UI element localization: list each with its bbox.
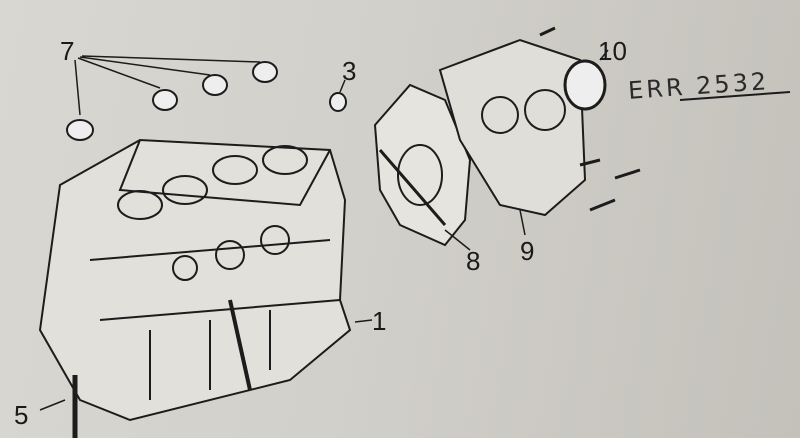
- bearing-shell: [202, 74, 228, 96]
- bearing-shell: [66, 119, 94, 141]
- callout-9: 9: [520, 236, 535, 266]
- gasket: [373, 83, 472, 247]
- callout-8: 8: [466, 246, 481, 276]
- oil-seal: [563, 59, 607, 111]
- callout-10: 10: [598, 36, 627, 66]
- callout-5: 5: [14, 400, 29, 430]
- bearing-shell: [252, 61, 278, 83]
- callout-3: 3: [342, 56, 357, 86]
- bearing-shell: [152, 89, 178, 111]
- callout-7: 7: [60, 36, 75, 66]
- callout-1: 1: [372, 306, 387, 336]
- cylinder-block: [38, 138, 352, 422]
